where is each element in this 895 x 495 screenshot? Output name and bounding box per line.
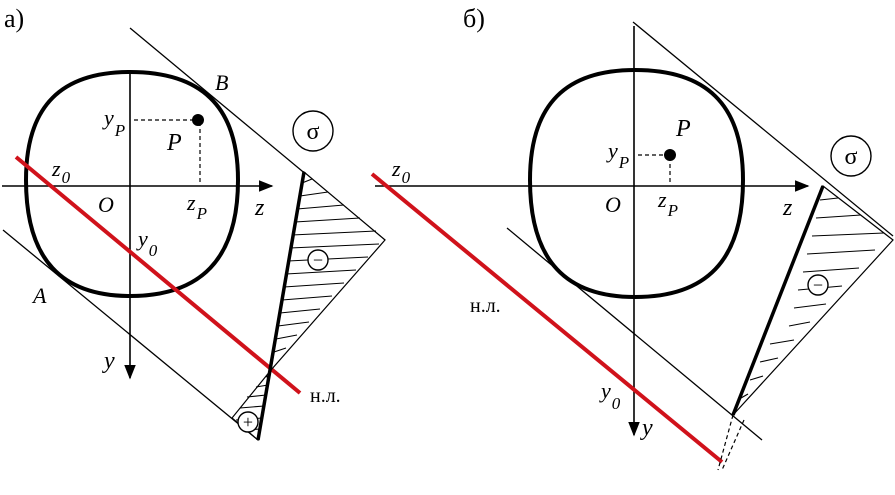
minus-sign-a: − (313, 250, 323, 270)
y0-label-b: y0 (599, 378, 621, 413)
zp-label-b: zP (657, 187, 678, 220)
y0-label: y0 (136, 226, 158, 260)
point-p-label-b: P (675, 116, 691, 142)
sigma-circle-b (830, 135, 872, 177)
panel-a-tag: а) (4, 4, 24, 33)
minus-sign-b: − (813, 275, 823, 295)
point-b-label: B (215, 70, 228, 95)
origin-label-b: O (605, 192, 621, 217)
neutral-line-label-a: н.л. (310, 385, 341, 407)
sigma-circle-a (292, 110, 334, 152)
panel-a: а) (2, 4, 386, 442)
stress-extension-dashed-1 (717, 414, 734, 471)
minus-sign-circle-b (807, 274, 829, 296)
section-contour-b (527, 67, 746, 300)
stress-extension-dashed-2 (721, 419, 745, 471)
y-axis-label-b: y (640, 415, 653, 441)
minus-sign-circle-a (307, 249, 329, 271)
stress-base-line-b (731, 185, 825, 416)
z0-label: z0 (51, 156, 71, 187)
hatching-a (235, 178, 380, 431)
point-a-label: A (31, 283, 47, 308)
point-p-label: P (166, 130, 182, 156)
stress-base-line-a (256, 171, 306, 441)
z-axis-label-a: z (254, 195, 265, 221)
yp-label-b: yP (606, 138, 629, 172)
y-axis-label-a: y (102, 348, 115, 374)
section-contour (23, 69, 241, 299)
stress-diagram-minus-b (732, 185, 894, 416)
load-point-p-b (664, 149, 676, 161)
origin-label-a: O (98, 192, 114, 217)
zp-label: zP (186, 190, 207, 223)
tangent-line-upper-b (632, 21, 894, 237)
neutral-line-label-b: н.л. (470, 295, 501, 317)
yp-label: yP (102, 105, 125, 140)
panel-b-tag: б) (463, 4, 485, 33)
hatching-b (740, 197, 885, 399)
load-point-p (192, 114, 204, 126)
plus-sign: + (243, 412, 253, 432)
neutral-line-a (14, 155, 302, 395)
panel-b: б) (370, 4, 894, 471)
plus-sign-circle (237, 411, 259, 433)
neutral-line-b (370, 172, 724, 464)
sigma-label-a: σ (307, 119, 320, 145)
z0-label-b: z0 (391, 156, 411, 187)
sigma-label-b: σ (845, 144, 858, 170)
z-axis-label-b: z (782, 195, 793, 221)
